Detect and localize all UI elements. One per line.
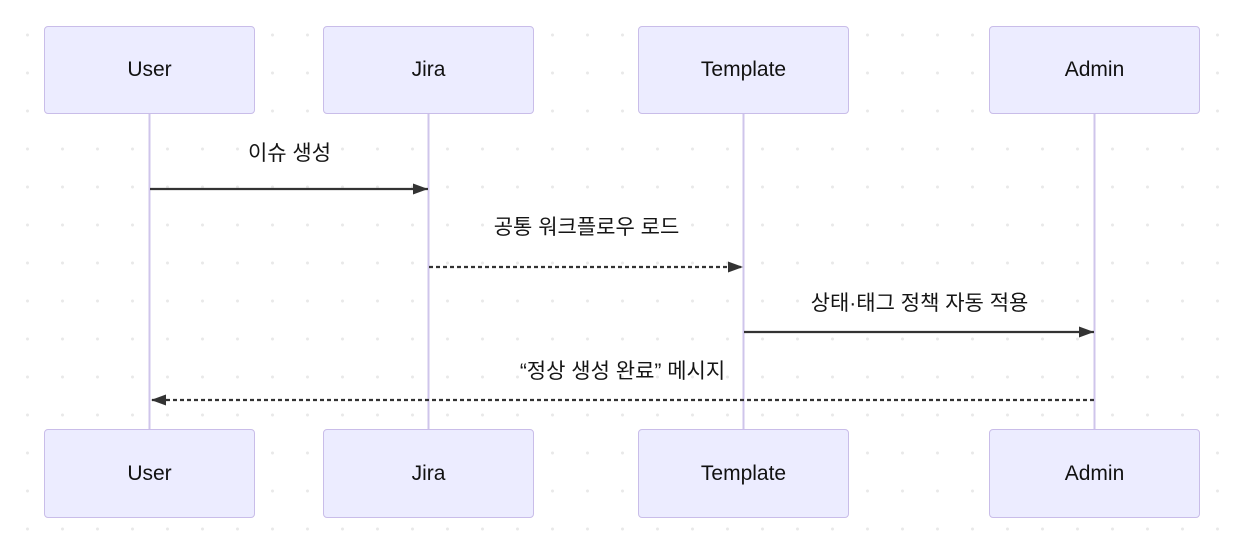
actor-box-admin-top: Admin (989, 26, 1200, 114)
actor-label-user: User (127, 461, 172, 485)
actor-box-jira-bottom: Jira (323, 429, 534, 518)
actor-label-template: Template (700, 461, 787, 485)
actor-box-admin-bottom: Admin (989, 429, 1200, 518)
actor-label-template: Template (700, 58, 787, 81)
actor-box-user-top: User (44, 26, 255, 114)
actor-label-jira: Jira (411, 461, 446, 485)
actor-label-admin: Admin (1064, 58, 1125, 81)
message-label-apply-policy: 상태·태그 정책 자동 적용 (810, 292, 1029, 315)
actor-box-template-bottom: Template (638, 429, 849, 518)
actor-box-template-top: Template (638, 26, 849, 114)
actor-label-user: User (127, 58, 172, 81)
message-label-complete-message: “정상 생성 완료” 메시지 (519, 360, 726, 383)
actor-box-jira-top: Jira (323, 26, 534, 114)
actor-label-admin: Admin (1064, 461, 1125, 485)
actor-box-user-bottom: User (44, 429, 255, 518)
message-label-load-workflow: 공통 워크플로우 로드 (493, 216, 680, 239)
message-label-issue-create: 이슈 생성 (247, 142, 332, 165)
actor-label-jira: Jira (411, 58, 446, 81)
